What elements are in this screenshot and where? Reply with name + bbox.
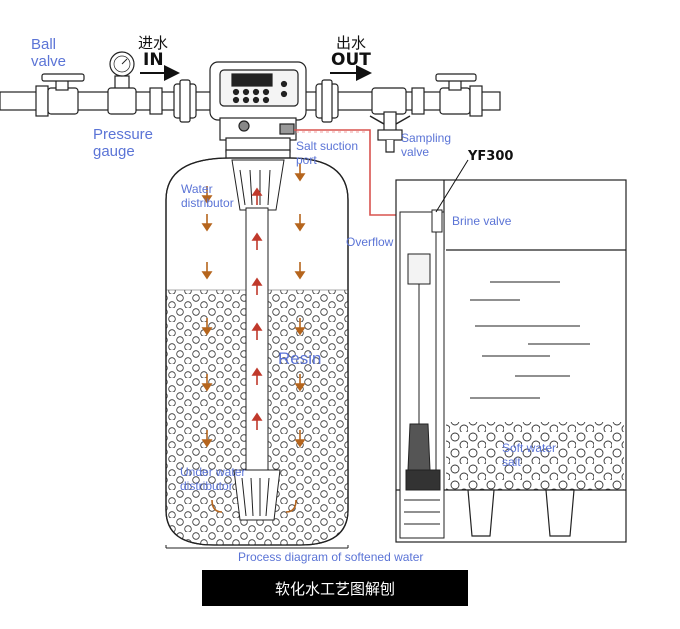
salt-suction-port-label: Salt suction port <box>296 139 359 167</box>
out-label-en: OUT <box>331 50 371 70</box>
downflow-arrows <box>201 164 306 513</box>
ball-valve-right <box>435 73 483 117</box>
ball-valve-label: Ball valve <box>31 36 67 71</box>
model-pointer-line <box>435 159 469 213</box>
sampling-valve-label: Sampling valve <box>401 131 452 159</box>
in-label-en: IN <box>143 50 164 70</box>
pressure-gauge <box>107 51 137 115</box>
control-valve <box>209 61 307 161</box>
caption: Process diagram of softened water <box>238 550 424 564</box>
out-label-cn: 出水 <box>336 34 367 52</box>
in-label-cn: 进水 <box>138 34 169 52</box>
overflow-label: Overflow <box>346 235 394 249</box>
ball-valve-left <box>35 73 85 117</box>
model-label: YF300 <box>468 149 514 164</box>
pressure-gauge-label: Pressure gauge <box>93 126 154 161</box>
water-distributor <box>231 159 285 211</box>
brine-valve-label: Brine valve <box>452 214 512 228</box>
resin-label: Resin <box>278 349 322 368</box>
water-distributor-label: Water distributor <box>181 182 234 210</box>
soft-water-salt-label: Soft water salt <box>502 441 557 469</box>
brine-well <box>399 209 445 539</box>
diagram-title: 软化水工艺图解刨 <box>202 570 468 606</box>
under-distributor <box>233 469 281 521</box>
upflow-arrows <box>251 187 263 430</box>
pipeline <box>0 51 501 153</box>
under-water-distributor-label: Under water distributor <box>180 465 246 493</box>
sampling-valve <box>369 111 411 153</box>
